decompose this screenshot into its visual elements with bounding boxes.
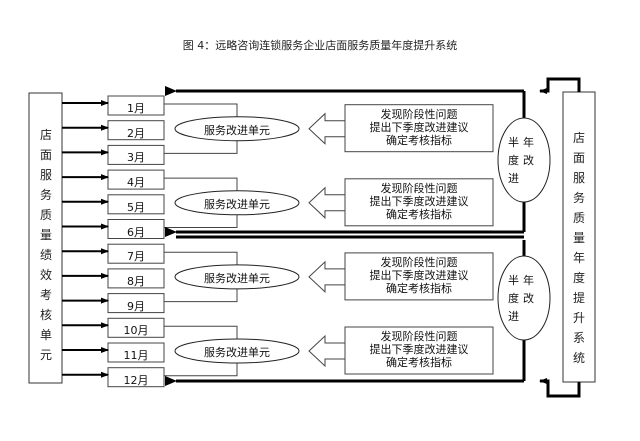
improvement-unit-ellipse — [174, 190, 300, 216]
feedback-box — [344, 252, 494, 301]
feedback-arrow-icon — [308, 334, 345, 368]
month-label: 6月 — [127, 225, 145, 239]
feedback-arrow-icon — [308, 112, 345, 145]
feedback-box — [344, 104, 494, 153]
improvement-unit-label: 服务改进单元 — [204, 197, 270, 211]
month-label: 11月 — [123, 349, 149, 362]
half-year-ellipse — [497, 117, 551, 203]
feedback-arrow-icon — [308, 186, 345, 219]
feedback-box — [344, 326, 494, 375]
month-label: 7月 — [127, 250, 145, 264]
month-label: 9月 — [127, 299, 145, 313]
month-label: 12月 — [123, 373, 149, 387]
feedback-text: 发现阶段性问题提出下季度改进建议确定考核指标 — [369, 107, 469, 147]
half-year-ellipse — [497, 255, 551, 341]
month-label: 10月 — [123, 324, 149, 338]
feedback-text: 发现阶段性问题提出下季度改进建议确定考核指标 — [369, 181, 469, 221]
right-system-label: 店面服务质量年度提升系统 — [572, 131, 585, 365]
improvement-unit-label: 服务改进单元 — [204, 346, 270, 359]
feedback-text: 发现阶段性问题提出下季度改进建议确定考核指标 — [369, 330, 469, 369]
improvement-unit-ellipse — [174, 264, 300, 290]
improvement-unit-ellipse — [174, 338, 300, 364]
left-unit-label: 店面服务质量绩效考核单元 — [39, 128, 52, 362]
feedback-text: 发现阶段性问题提出下季度改进建议确定考核指标 — [369, 255, 469, 295]
left-unit-box — [28, 92, 63, 384]
half-year-label: 半年度改进 — [508, 274, 538, 323]
improvement-unit-ellipse — [174, 116, 300, 142]
feedback-box — [344, 178, 494, 227]
figure-title: 图 4：远略咨询连锁服务企业店面服务质量年度提升系统 — [182, 39, 458, 52]
right-system-box — [562, 91, 596, 383]
half-year-label: 半年度改进 — [508, 136, 538, 185]
month-label: 2月 — [127, 126, 145, 140]
improvement-unit-label: 服务改进单元 — [204, 123, 270, 137]
system-loop-arrow — [539, 77, 581, 94]
month-label: 5月 — [127, 200, 145, 214]
system-loop-arrow — [539, 378, 581, 398]
month-label: 1月 — [127, 102, 145, 115]
feedback-arrow-icon — [308, 260, 345, 294]
month-label: 8月 — [127, 274, 145, 288]
month-label: 4月 — [127, 176, 145, 190]
improvement-unit-label: 服务改进单元 — [204, 271, 270, 285]
month-label: 3月 — [127, 151, 145, 165]
